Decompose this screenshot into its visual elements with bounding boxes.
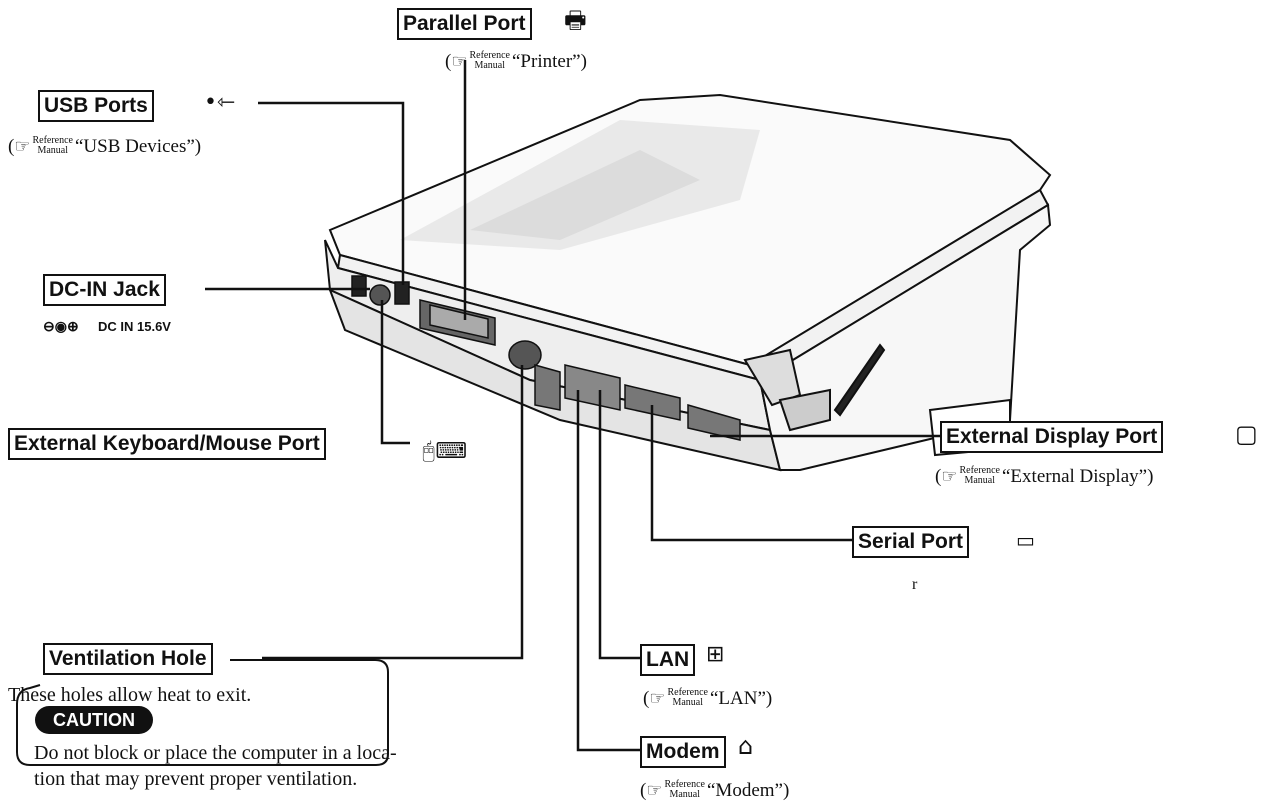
caution-line-1: Do not block or place the computer in a …: [34, 742, 397, 764]
serial-port-icon: ▭: [1016, 528, 1035, 552]
dc-in-jack-label: DC-IN Jack: [43, 274, 166, 306]
open-paren: (: [935, 466, 942, 487]
open-paren: (: [640, 780, 647, 801]
usb-ports-label: USB Ports: [38, 90, 154, 122]
pointing-hand-icon: ☞: [649, 688, 666, 709]
serial-port-label: Serial Port: [852, 526, 970, 558]
dc-in-spec: DC IN 15.6V: [98, 319, 171, 334]
parallel-port-label: Parallel Port: [397, 8, 532, 40]
caution-badge: CAUTION: [35, 706, 153, 734]
pointing-hand-icon: ☞: [451, 51, 468, 72]
reference-text: “Printer”): [512, 51, 587, 72]
external-keyboard-mouse-port-label: External Keyboard/Mouse Port: [8, 428, 326, 460]
usb-icon: •⇽: [204, 90, 236, 115]
leader-lines: [205, 60, 940, 752]
open-paren: (: [8, 136, 15, 157]
printer-icon: 🖶: [564, 6, 587, 34]
mouse-keyboard-icon: 🖰⌨: [422, 439, 467, 464]
laptop-body: [324, 93, 1052, 472]
external-display-port-label: External Display Port: [940, 421, 1164, 453]
ventilation-hole-label: Ventilation Hole: [43, 643, 213, 675]
phone-jack-icon: ⌂: [738, 732, 754, 760]
reference-text: “External Display”): [1002, 466, 1154, 487]
pointing-hand-icon: ☞: [941, 466, 958, 487]
reference-text: “USB Devices”): [75, 136, 202, 157]
lan-label: LAN: [640, 644, 696, 676]
open-paren: (: [445, 51, 452, 72]
dc-polarity-symbol: ⊖◉⊕: [43, 318, 79, 334]
pointing-hand-icon: ☞: [646, 780, 663, 801]
open-paren: (: [643, 688, 650, 709]
monitor-icon: ▢: [1235, 420, 1258, 448]
network-icon: ⊞: [706, 642, 725, 667]
reference-text: “LAN”): [710, 688, 773, 709]
modem-label: Modem: [640, 736, 726, 768]
caution-line-2: tion that may prevent proper ventilation…: [34, 768, 358, 790]
caution-text: Do not block or place the computer in a …: [34, 740, 397, 792]
ventilation-description: These holes allow heat to exit.: [8, 684, 252, 706]
stray-mark: r: [912, 576, 918, 593]
reference-text: “Modem”): [707, 780, 790, 801]
pointing-hand-icon: ☞: [14, 136, 31, 157]
